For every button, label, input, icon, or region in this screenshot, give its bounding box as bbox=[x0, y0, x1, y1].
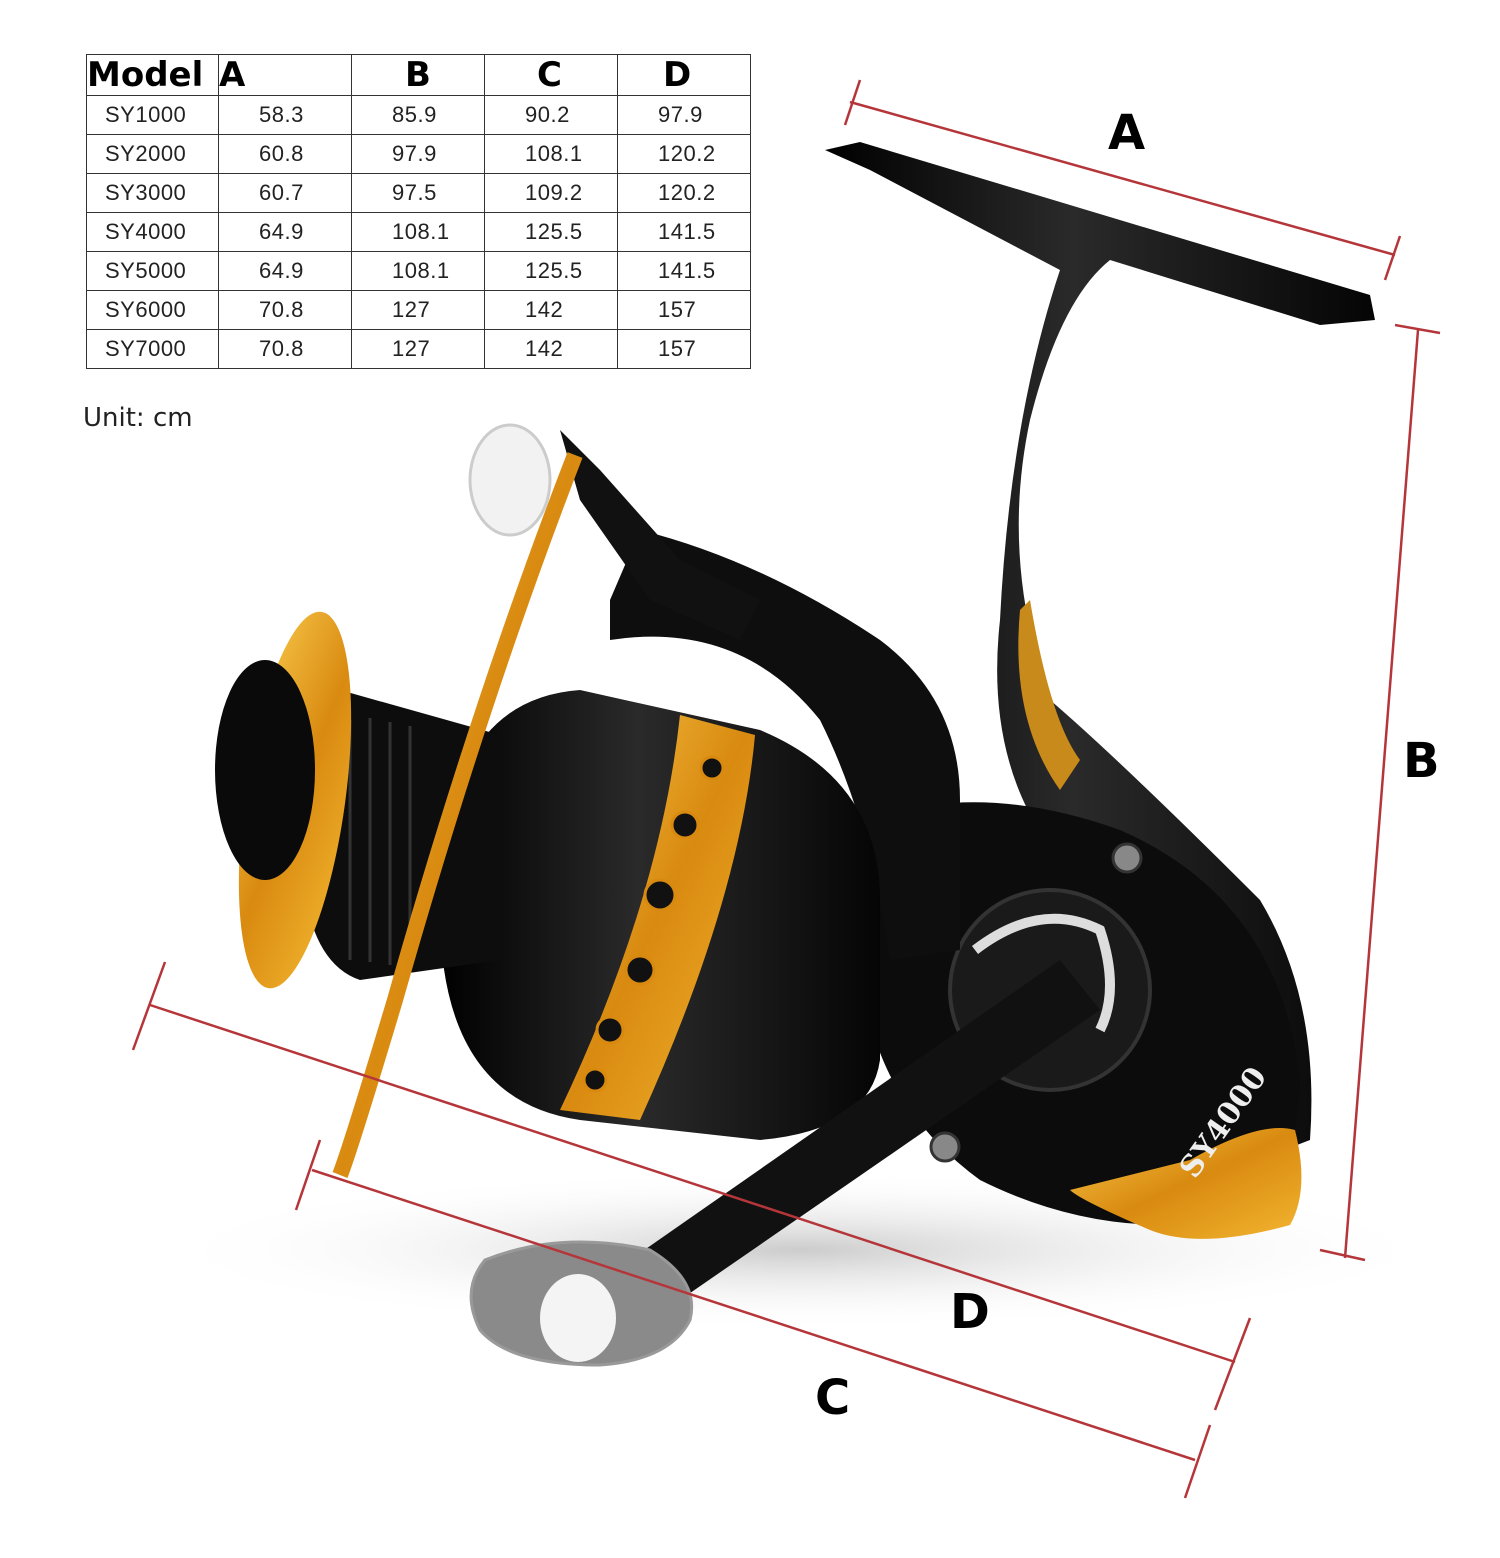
dimension-cell-b: 108.1 bbox=[351, 212, 485, 252]
model-cell: SY4000 bbox=[86, 212, 219, 252]
dimension-cell-d: 120.2 bbox=[617, 134, 751, 174]
dimension-cell-b: 127 bbox=[351, 329, 485, 369]
line-roller bbox=[468, 423, 552, 537]
spool-drag-knob bbox=[215, 660, 315, 880]
dimension-cell-a: 64.9 bbox=[218, 251, 352, 291]
screw-icon bbox=[1111, 842, 1143, 874]
header-b: B bbox=[351, 54, 485, 96]
dimension-line-c bbox=[311, 1168, 1196, 1462]
dimension-cell-d: 120.2 bbox=[617, 173, 751, 213]
dimension-label-a: A bbox=[1108, 105, 1146, 161]
dimension-cell-b: 85.9 bbox=[351, 95, 485, 135]
stem-gold-accent bbox=[1018, 600, 1080, 790]
dimension-cell-c: 142 bbox=[484, 290, 618, 330]
model-cell: SY2000 bbox=[86, 134, 219, 174]
dimension-cell-d: 141.5 bbox=[617, 212, 751, 252]
header-d: D bbox=[617, 54, 751, 96]
dimension-cell-a: 70.8 bbox=[218, 329, 352, 369]
dimension-line-b bbox=[1343, 329, 1420, 1259]
dimension-cell-c: 109.2 bbox=[484, 173, 618, 213]
dimension-cell-c: 108.1 bbox=[484, 134, 618, 174]
dimension-cell-b: 127 bbox=[351, 290, 485, 330]
handle-knob-cap bbox=[540, 1274, 616, 1362]
rotor-holes bbox=[582, 755, 725, 1093]
body-gold-cap bbox=[1070, 1128, 1302, 1239]
model-cell: SY1000 bbox=[86, 95, 219, 135]
dimension-cell-c: 90.2 bbox=[484, 95, 618, 135]
dimension-cell-b: 97.5 bbox=[351, 173, 485, 213]
screw-icon bbox=[929, 1131, 961, 1163]
dimension-cell-b: 97.9 bbox=[351, 134, 485, 174]
dimension-cell-a: 60.7 bbox=[218, 173, 352, 213]
dimension-line-d bbox=[149, 1003, 1236, 1364]
dimension-lines bbox=[131, 79, 1441, 1499]
dimension-cell-a: 60.8 bbox=[218, 134, 352, 174]
dimension-cell-c: 125.5 bbox=[484, 251, 618, 291]
model-cell: SY5000 bbox=[86, 251, 219, 291]
dimension-cell-a: 64.9 bbox=[218, 212, 352, 252]
header-c: C bbox=[484, 54, 618, 96]
model-cell: SY7000 bbox=[86, 329, 219, 369]
table-header-row: Model A B C D bbox=[86, 54, 751, 96]
header-model: Model bbox=[86, 54, 219, 96]
handle-arm bbox=[630, 960, 1100, 1300]
dimension-cell-c: 142 bbox=[484, 329, 618, 369]
dimension-cell-b: 108.1 bbox=[351, 251, 485, 291]
model-cell: SY3000 bbox=[86, 173, 219, 213]
dimension-cell-a: 58.3 bbox=[218, 95, 352, 135]
bail-wire bbox=[332, 452, 583, 1178]
dimension-cell-d: 157 bbox=[617, 329, 751, 369]
dimension-cell-d: 157 bbox=[617, 290, 751, 330]
dimension-cell-d: 141.5 bbox=[617, 251, 751, 291]
dimension-cell-d: 97.9 bbox=[617, 95, 751, 135]
model-cell: SY6000 bbox=[86, 290, 219, 330]
dimension-label-b: B bbox=[1403, 733, 1440, 789]
dimension-cell-a: 70.8 bbox=[218, 290, 352, 330]
bail-arm bbox=[560, 430, 760, 640]
dimension-label-d: D bbox=[950, 1284, 990, 1340]
dimension-cell-c: 125.5 bbox=[484, 212, 618, 252]
dimension-label-c: C bbox=[815, 1370, 851, 1426]
hub-chrome-ring bbox=[971, 913, 1115, 1033]
dimension-line-a bbox=[849, 100, 1396, 257]
unit-note: Unit: cm bbox=[83, 403, 193, 433]
header-a: A bbox=[218, 54, 352, 96]
